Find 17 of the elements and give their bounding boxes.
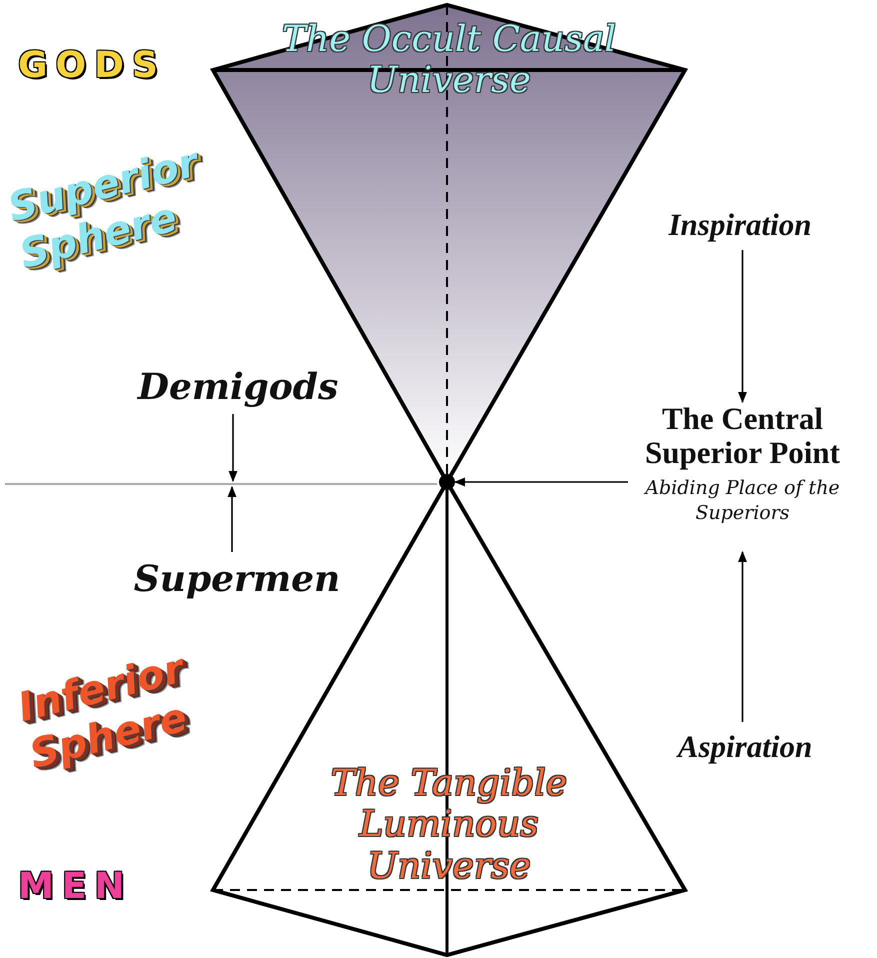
arrow [738,250,747,404]
point-subtitle: Abiding Place of the Superiors [642,476,841,526]
sphere-level-label: MEN [18,866,133,907]
flow-label: Aspiration [678,729,812,765]
arrow [738,550,747,722]
sphere-label: Inferior Sphere [13,644,192,779]
arrow [228,486,236,552]
central-point [439,474,455,490]
arrow [454,478,628,486]
divider-line [5,483,437,485]
flow-label: Inspiration [668,207,812,243]
arrow [228,414,238,482]
sphere-label: Superior Sphere [3,138,204,279]
point-title: The Central Superior Point [644,402,841,470]
sphere-level-label: GODS [18,45,166,86]
level-label: Supermen [134,558,340,600]
level-label: Demigods [138,366,338,408]
